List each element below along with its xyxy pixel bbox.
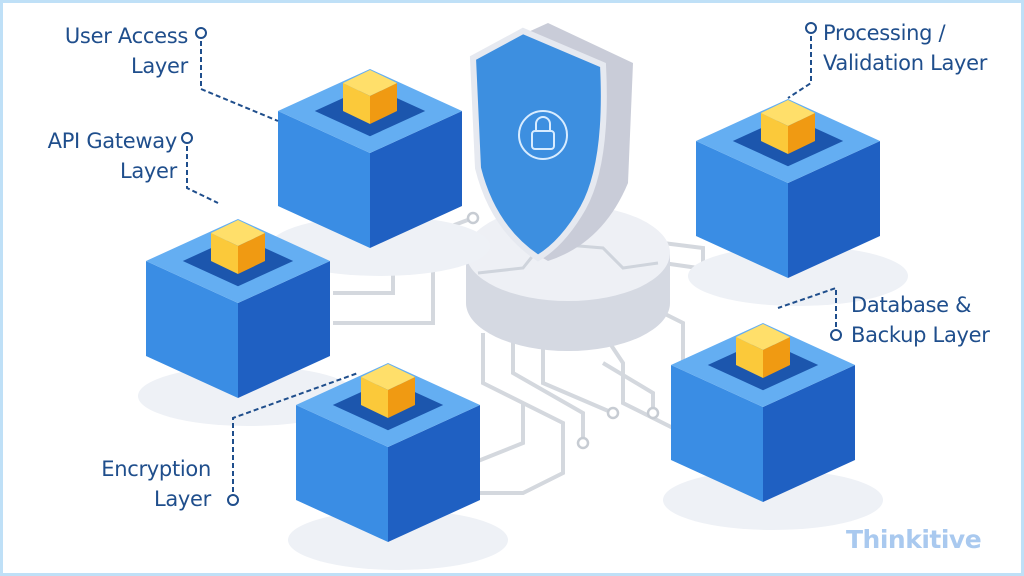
leader-line bbox=[200, 33, 279, 122]
leader-dot bbox=[181, 132, 193, 144]
leader-api-gateway bbox=[181, 132, 219, 204]
cube-left bbox=[343, 83, 370, 124]
leader-line bbox=[787, 28, 812, 99]
shield-lock-icon bbox=[469, 23, 633, 262]
circuit-trace bbox=[472, 403, 525, 465]
cube-top bbox=[361, 364, 415, 390]
label-user-access: User Access Layer bbox=[23, 21, 188, 81]
cube-top bbox=[761, 100, 815, 126]
circuit-node bbox=[646, 406, 660, 420]
lock-ring bbox=[518, 110, 568, 160]
box-right-face bbox=[763, 365, 855, 502]
leader-processing bbox=[787, 22, 817, 99]
box-database bbox=[663, 323, 883, 530]
leader-dot bbox=[830, 329, 842, 341]
label-line: Layer bbox=[130, 54, 188, 78]
box-user-access bbox=[270, 69, 490, 276]
label-encryption: Encryption Layer bbox=[43, 454, 211, 514]
leader-dot bbox=[805, 22, 817, 34]
circuit-trace bbox=[433, 333, 565, 495]
circuit-node bbox=[466, 211, 480, 225]
label-line: User Access bbox=[64, 24, 188, 48]
box-right-face bbox=[370, 111, 462, 248]
box-left-face bbox=[671, 365, 763, 502]
cube-top bbox=[736, 324, 790, 350]
label-line: Backup Layer bbox=[851, 323, 990, 347]
leader-user-access bbox=[195, 27, 279, 122]
label-line: API Gateway bbox=[47, 129, 178, 153]
box-left-face bbox=[278, 111, 370, 248]
box-api-gateway bbox=[138, 219, 358, 426]
box-left-face bbox=[296, 405, 388, 542]
shield-face bbox=[469, 27, 607, 262]
cube-top bbox=[211, 220, 265, 246]
cube-top bbox=[343, 70, 397, 96]
box-shadow bbox=[688, 246, 908, 306]
diagram-art bbox=[138, 22, 908, 570]
leader-database bbox=[777, 286, 842, 341]
cube-left bbox=[211, 233, 238, 274]
circuit-trace bbox=[601, 361, 655, 413]
circuit-node bbox=[606, 406, 620, 420]
box-right-face bbox=[238, 261, 330, 398]
leader-line bbox=[232, 372, 359, 500]
cube-left bbox=[736, 337, 763, 378]
cube-right bbox=[238, 233, 265, 274]
box-right-face bbox=[788, 141, 880, 278]
cube-right bbox=[763, 337, 790, 378]
label-database: Database & Backup Layer bbox=[851, 290, 990, 350]
label-line: Layer bbox=[119, 159, 177, 183]
box-processing bbox=[688, 99, 908, 306]
circuit-node bbox=[576, 436, 590, 450]
label-line: Validation Layer bbox=[823, 51, 988, 75]
label-line: Layer bbox=[153, 487, 211, 511]
label-line: Database & bbox=[851, 293, 972, 317]
cube-right bbox=[370, 83, 397, 124]
label-line: Encryption bbox=[101, 457, 211, 481]
box-left-face bbox=[696, 141, 788, 278]
label-api-gateway: API Gateway Layer bbox=[3, 126, 178, 186]
box-shadow bbox=[288, 510, 508, 570]
leader-dot bbox=[195, 27, 207, 39]
lock-shackle bbox=[535, 116, 551, 131]
lock-body bbox=[531, 130, 555, 150]
box-left-face bbox=[146, 261, 238, 398]
circuit-trace bbox=[541, 343, 614, 415]
label-processing: Processing / Validation Layer bbox=[823, 18, 987, 78]
box-right-face bbox=[388, 405, 480, 542]
circuit-trace bbox=[601, 331, 704, 445]
cube-left bbox=[761, 113, 788, 154]
cube-right bbox=[388, 377, 415, 418]
circuit-trace bbox=[511, 333, 585, 443]
box-shadow bbox=[663, 470, 883, 530]
cube-right bbox=[788, 113, 815, 154]
box-encryption bbox=[288, 363, 508, 570]
thinkitive-logo: Thinkitive bbox=[846, 525, 982, 554]
leader-encryption bbox=[227, 372, 359, 506]
cube-left bbox=[361, 377, 388, 418]
leader-line bbox=[186, 138, 219, 204]
leader-dot bbox=[227, 494, 239, 506]
label-line: Processing / bbox=[823, 21, 946, 45]
